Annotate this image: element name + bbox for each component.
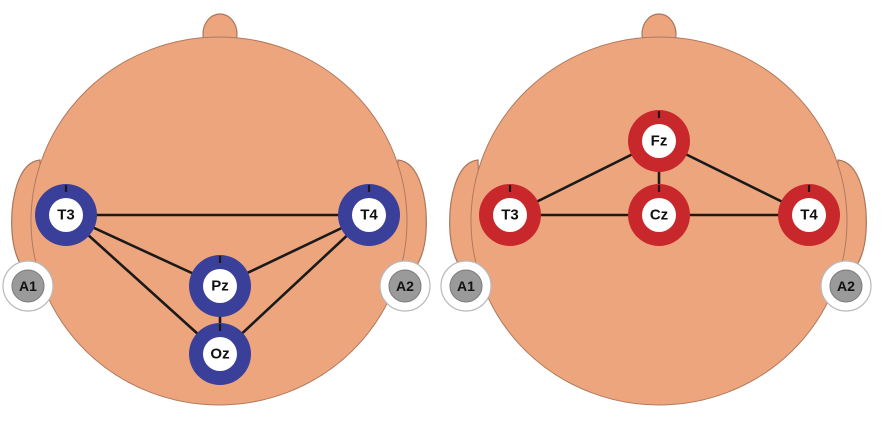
- left-head-reference-a1: A1: [2, 260, 54, 312]
- electrode-t4-right: T4: [778, 184, 840, 246]
- right-head: A1 A2 Fz T3: [440, 13, 872, 406]
- electrode-fz-label: Fz: [651, 133, 668, 150]
- left-head-a2-label: A2: [396, 278, 414, 294]
- electrode-cz-label: Cz: [650, 207, 668, 224]
- left-head: A1 A2 T3 T4: [2, 13, 431, 406]
- right-head-a1-label: A1: [457, 278, 475, 294]
- left-head-a1-label: A1: [19, 278, 37, 294]
- electrode-pz-label: Pz: [211, 278, 229, 295]
- left-head-reference-a2: A2: [379, 260, 431, 312]
- left-head-scalp: [30, 36, 408, 406]
- electrode-t3: T3: [35, 184, 97, 246]
- electrode-oz: Oz: [189, 323, 251, 385]
- electrode-t3-right-label: T3: [501, 207, 519, 224]
- electrode-t3-label: T3: [57, 207, 75, 224]
- electrode-t4-right-label: T4: [800, 207, 818, 224]
- right-head-reference-a2: A2: [820, 260, 872, 312]
- electrode-t4: T4: [338, 184, 400, 246]
- electrode-t3-right: T3: [479, 184, 541, 246]
- right-head-a2-label: A2: [837, 278, 855, 294]
- electrode-pz: Pz: [189, 255, 251, 317]
- electrode-t4-label: T4: [360, 207, 378, 224]
- electrode-cz: Cz: [628, 184, 690, 246]
- link-t4-oz: [218, 213, 371, 356]
- right-head-reference-a1: A1: [440, 260, 492, 312]
- electrode-oz-label: Oz: [210, 346, 229, 363]
- electrode-fz: Fz: [628, 110, 690, 172]
- link-t3-oz: [64, 213, 222, 356]
